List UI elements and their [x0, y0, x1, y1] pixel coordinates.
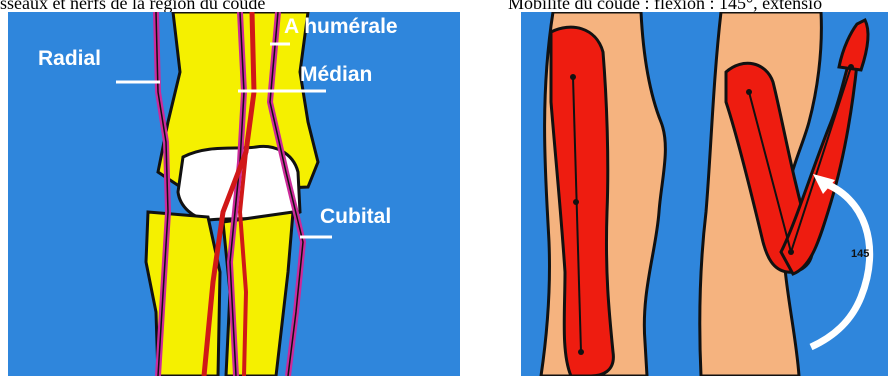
flexion-angle-label: 145 [851, 248, 869, 260]
label-radial: Radial [38, 48, 101, 70]
mobility-drawing [521, 12, 888, 376]
label-median: Médian [300, 64, 372, 86]
label-cubital: Cubital [320, 206, 391, 228]
hand-flexed [839, 20, 868, 70]
elbow-anatomy-illustration: Radial Médian A humérale Cubital [8, 12, 460, 376]
elbow-mobility-illustration: 145 [521, 12, 888, 376]
label-humeral-artery: A humérale [284, 16, 398, 38]
